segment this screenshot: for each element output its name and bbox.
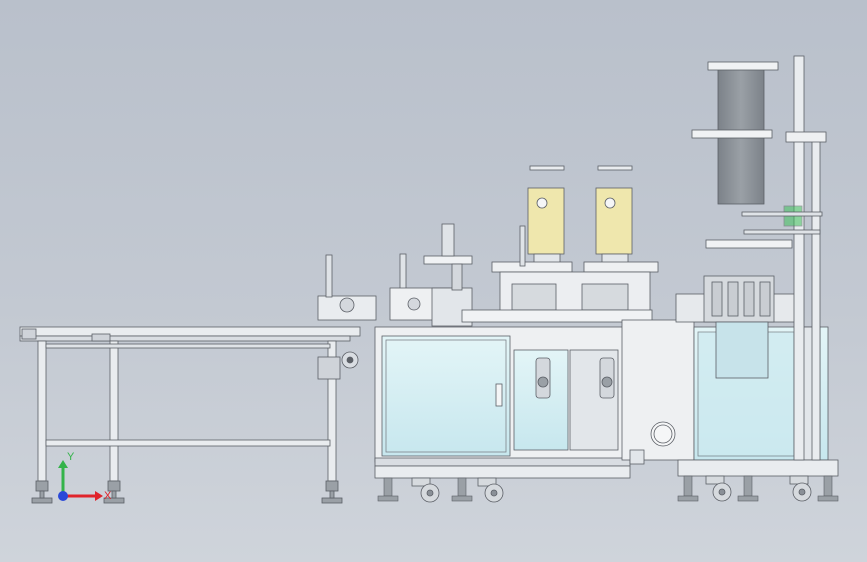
conveyor-leg (109, 340, 119, 482)
leveling-foot-icon (677, 475, 839, 502)
leveling-foot-icon (321, 480, 343, 504)
caster-wheel-icon (411, 477, 440, 503)
feed-mechanism (317, 223, 473, 327)
film-unwind-tower (691, 55, 827, 461)
coordinate-axis-icon: X Y (58, 451, 112, 502)
caster-wheel-icon (789, 475, 812, 502)
conveyor-table (19, 326, 361, 504)
conveyor-cross-beam (45, 439, 331, 447)
door-handle-icon[interactable] (495, 383, 503, 407)
main-cabinet (374, 326, 631, 479)
conveyor-motor (317, 356, 341, 380)
y-axis-label: Y (67, 451, 75, 463)
z-axis-origin (58, 491, 68, 501)
welding-station-frame (461, 225, 653, 323)
leveling-foot-icon (103, 480, 125, 504)
caster-wheel-icon (705, 475, 732, 502)
conveyor-leg (37, 340, 47, 482)
cabinet-door[interactable] (381, 335, 511, 457)
ultrasonic-welder-right (583, 165, 659, 273)
conveyor-belt (19, 335, 351, 342)
mask-forming-unit (675, 275, 797, 379)
leveling-foot-icon (31, 480, 53, 504)
conveyor-top-rail (19, 326, 361, 337)
leveling-foot-icon (377, 477, 473, 502)
caster-wheel-icon (477, 477, 504, 503)
ultrasonic-welder-left (491, 165, 573, 273)
x-axis-label: X (104, 490, 112, 502)
